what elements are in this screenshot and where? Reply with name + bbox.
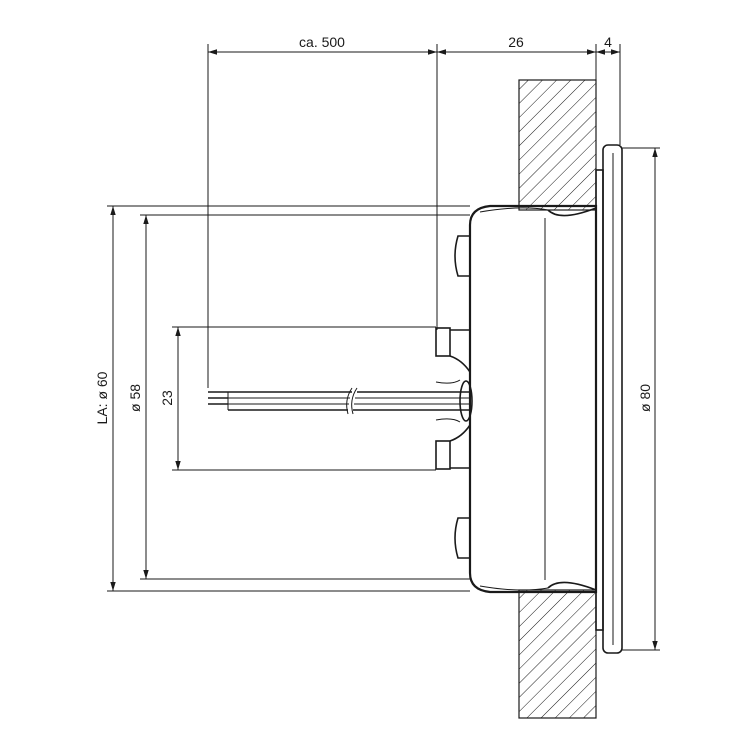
label-flange-thickness: 4 (604, 34, 612, 50)
label-mounting-hole-dia: LA: ø 60 (94, 371, 110, 424)
label-cable-length: ca. 500 (299, 34, 345, 50)
label-body-depth: 26 (508, 34, 524, 50)
label-body-dia: ø 58 (127, 384, 143, 412)
wall-section (518, 79, 597, 719)
housing-body (468, 204, 598, 594)
label-boss-spacing: 23 (159, 390, 175, 406)
dimension-lines (110, 49, 658, 650)
wall-upper (518, 79, 597, 211)
mounting-bosses (435, 235, 471, 559)
cable (208, 379, 473, 423)
label-flange-dia: ø 80 (637, 384, 653, 412)
front-flange (595, 144, 623, 654)
dimension-labels: ca. 500 26 4 LA: ø 60 ø 58 23 ø 80 (94, 34, 653, 424)
wall-lower (518, 589, 597, 719)
